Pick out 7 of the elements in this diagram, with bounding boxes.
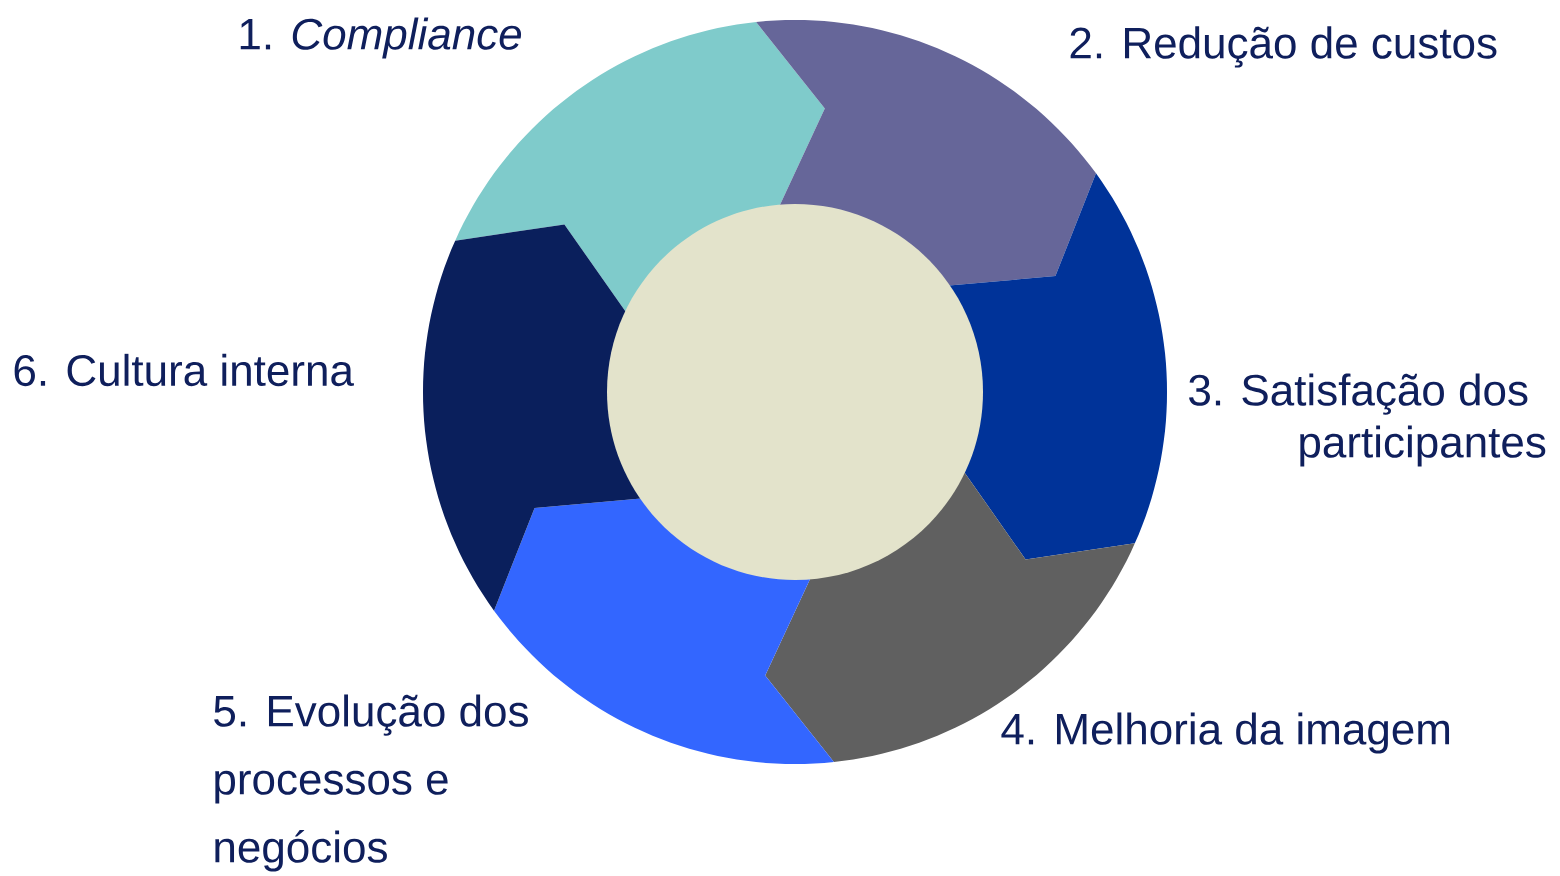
segment-label: 3. Satisfação dos participantes	[1189, 373, 1546, 467]
segment-label: 2. Redução de custos	[1070, 26, 1497, 68]
center-circle	[607, 204, 983, 580]
segment-label: 4. Melhoria da imagem	[1001, 712, 1450, 754]
segment-label: 5. Evolução dos processos e negócios	[214, 694, 528, 872]
segment-label: 1. Compliance	[240, 17, 522, 59]
segment-label: 6. Cultura interna	[14, 353, 354, 387]
